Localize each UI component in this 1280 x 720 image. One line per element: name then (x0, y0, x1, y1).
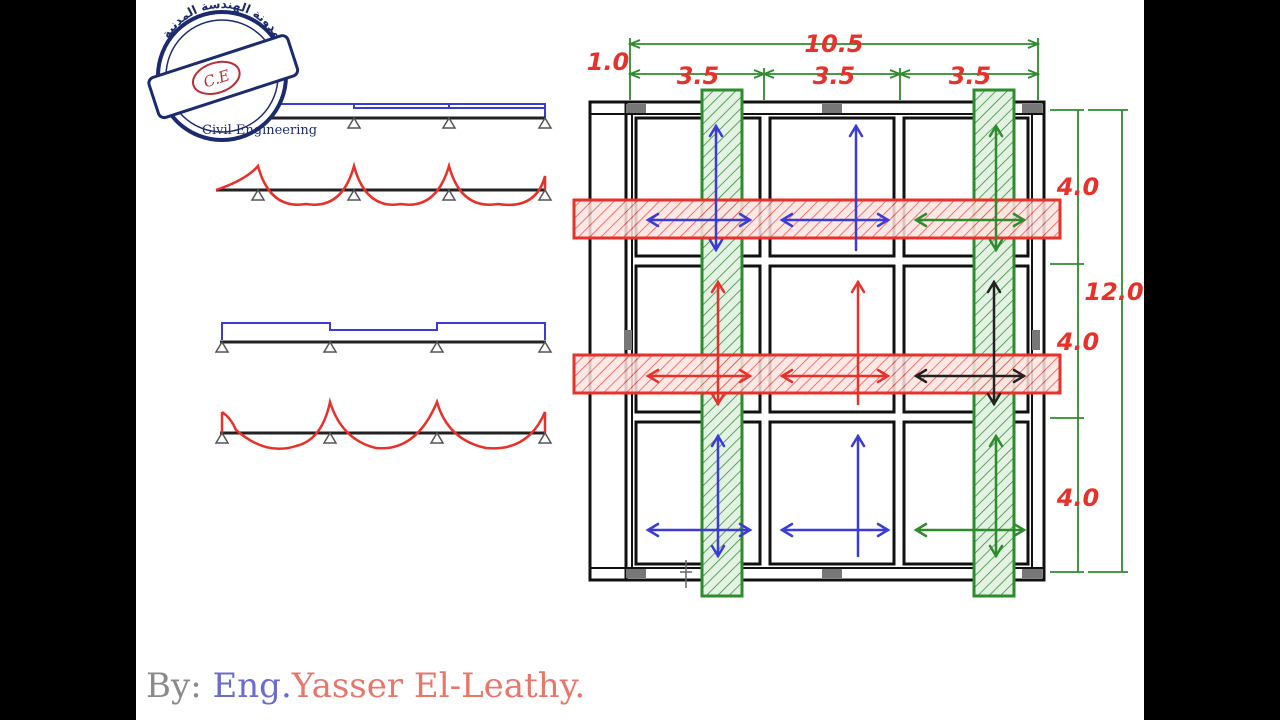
credit-prefix: By: (146, 666, 202, 706)
dim-height-2: 4.0 (1056, 328, 1100, 356)
arrows-panel-r1c1 (645, 123, 753, 253)
strip-horizontal-middle (572, 353, 1062, 395)
arrows-panel-r2c1 (645, 279, 753, 407)
dim-height-1: 4.0 (1056, 173, 1100, 201)
dimensions (627, 38, 1128, 573)
dimension-labels: 10.5 1.0 3.5 3.5 3.5 4.0 4.0 4.0 12.0 (587, 30, 1144, 512)
dim-total-height: 12.0 (1084, 278, 1143, 306)
dim-span-3: 3.5 (949, 62, 992, 90)
arrows-panel-r1c3 (913, 123, 1027, 253)
arrows-panel-r3c3 (913, 433, 1027, 559)
slide: مدونة الهندسة المدنية C.E Civil Engineer… (136, 0, 1144, 720)
credit-title: Eng. (212, 666, 292, 706)
logo-english-text: Civil Engineering (202, 123, 317, 138)
floor-plan (572, 88, 1062, 598)
arrows-panel-r2c2 (779, 279, 891, 406)
author-credit: By: Eng.Yasser El-Leathy. (146, 666, 585, 706)
moment-diagram-1 (215, 161, 553, 207)
arrows-panel-r3c2 (779, 433, 891, 558)
credit-name: Yasser El-Leathy. (291, 666, 586, 706)
dim-total-width: 10.5 (804, 30, 863, 58)
beam-diagram-2 (214, 322, 553, 353)
logo-stamp: مدونة الهندسة المدنية C.E Civil Engineer… (147, 0, 317, 142)
arrows-panel-r1c2 (779, 123, 891, 252)
dim-span-2: 3.5 (813, 62, 856, 90)
strip-vertical-left (700, 88, 744, 598)
cursor-mark (680, 560, 692, 588)
arrows-panel-r3c1 (645, 433, 753, 559)
moment-diagram-2 (214, 397, 553, 450)
dim-cantilever: 1.0 (587, 48, 630, 76)
arrows-panel-r2c3 (913, 279, 1027, 407)
dim-height-3: 4.0 (1056, 484, 1100, 512)
dim-span-1: 3.5 (677, 62, 720, 90)
structural-diagram: مدونة الهندسة المدنية C.E Civil Engineer… (147, 0, 1144, 598)
